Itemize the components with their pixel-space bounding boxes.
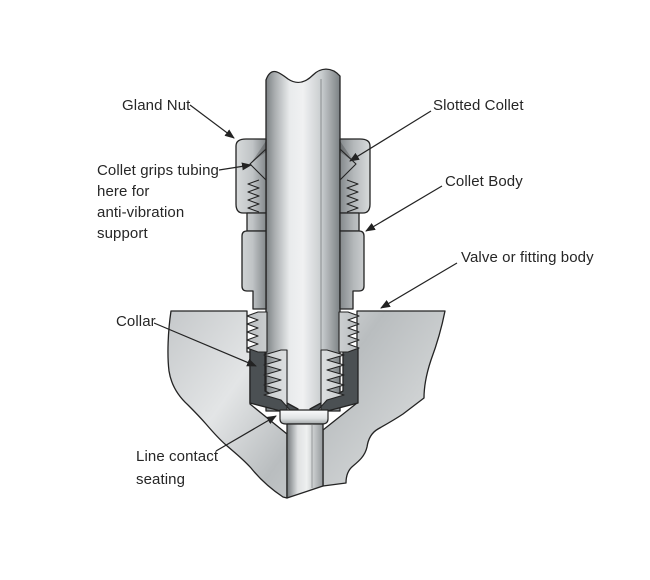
thread-strip-lower-right bbox=[317, 349, 345, 414]
leader-valve-body bbox=[380, 262, 458, 309]
thread-strip-upper-right bbox=[338, 311, 360, 353]
label-slotted-collet: Slotted Collet bbox=[433, 97, 524, 114]
thread-zigzag-nut-left bbox=[247, 179, 260, 213]
label-collar: Collar bbox=[116, 313, 156, 330]
fitting-body-left bbox=[167, 310, 288, 499]
label-valve-body: Valve or fitting body bbox=[461, 249, 594, 266]
fitting-body-right bbox=[322, 310, 446, 487]
thread-strip-upper-left bbox=[246, 311, 268, 353]
label-line-contact: Line contact seating bbox=[136, 448, 219, 488]
leader-gland-nut bbox=[189, 104, 235, 139]
thread-strip-lower-left bbox=[263, 349, 291, 414]
leader-line-contact bbox=[215, 415, 277, 452]
leader-collet-body bbox=[365, 185, 443, 232]
bore-column bbox=[286, 423, 324, 499]
thread-zigzag-nut-right bbox=[346, 179, 359, 213]
label-collet-grips: Collet grips tubing here for anti-vibrat… bbox=[97, 162, 219, 242]
label-collet-body: Collet Body bbox=[445, 173, 523, 190]
drawing-group bbox=[153, 68, 458, 499]
collet-grip-shade-left bbox=[251, 141, 266, 163]
collet-body-flange-left bbox=[241, 230, 267, 310]
leader-collet-grips bbox=[218, 162, 252, 171]
leader-lines bbox=[153, 104, 458, 452]
collet-grip-v-right bbox=[339, 148, 357, 181]
gland-nut-right bbox=[339, 138, 371, 214]
label-gland-nut: Gland Nut bbox=[122, 97, 191, 114]
collet-body-flange-right bbox=[339, 230, 365, 310]
leader-slotted-collet bbox=[349, 110, 432, 162]
leader-collar bbox=[153, 322, 257, 367]
gland-nut-left bbox=[235, 138, 267, 214]
collet-neck-left bbox=[246, 212, 267, 232]
collet-neck-right bbox=[339, 212, 360, 232]
tubing bbox=[265, 68, 341, 412]
seat-band bbox=[279, 409, 329, 425]
